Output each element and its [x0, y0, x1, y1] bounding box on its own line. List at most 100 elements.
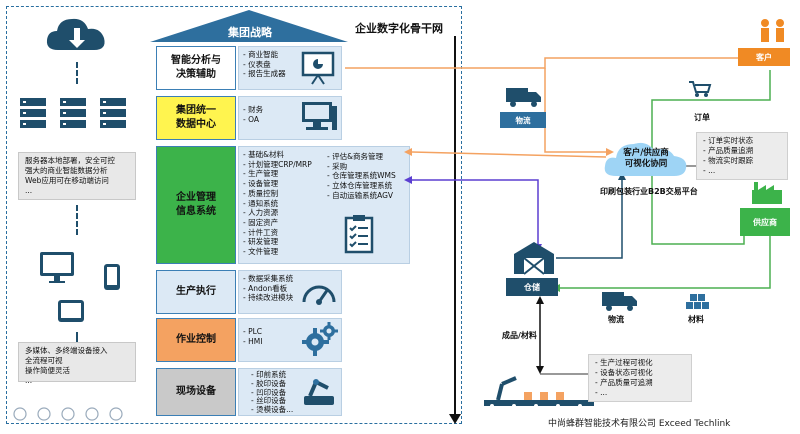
list-item: Andon看板 [243, 284, 337, 294]
logistics-label-bottom: 物流 [608, 315, 624, 324]
logistics-node-top[interactable]: 物流 [500, 112, 546, 128]
list-item: 商业智能 [243, 50, 337, 60]
list-item: Web应用可在移动端访问 [25, 176, 109, 185]
order-label: 订单 [694, 113, 710, 122]
level-title-equipment: 现场设备 [156, 368, 236, 416]
list-item: 印前系统 [251, 370, 337, 380]
platform-cloud-icon [604, 142, 687, 176]
architecture-panel [6, 6, 462, 424]
list-item: 固定资产 [243, 218, 312, 228]
server-features-list: 服务器本地部署，安全可控 强大的商业智能数据分析 Web应用可在移动端访问 ..… [18, 152, 136, 200]
list-item: 凹印设备 [251, 388, 337, 398]
device-features-list: 多媒体、多终端设备接入 全流程可视 操作简便灵活 ... [18, 342, 136, 385]
checklist-icon [344, 215, 374, 254]
list-item: HMI [243, 337, 337, 347]
list-item: PLC [243, 327, 337, 337]
list-item: 设备管理 [243, 179, 312, 189]
list-item: 文件管理 [243, 247, 312, 257]
level-content-erp: 基础&材料 计划管理CRP/MRP 生产管理 设备管理 质量控制 通知系统 人力… [238, 146, 410, 264]
arrow-down-icon [449, 414, 461, 424]
list-item: 操作简便灵活 [25, 366, 70, 375]
list-item: 质量控制 [243, 189, 312, 199]
list-item: 设备状态可视化 [595, 368, 685, 378]
gears-icon [302, 322, 338, 356]
gauge-icon [302, 285, 336, 305]
level-title-datacenter: 集团统一 数据中心 [156, 96, 236, 140]
green-flow-line [556, 236, 771, 289]
green-flow-line [651, 70, 771, 152]
list-item: 仪表盘 [243, 60, 337, 70]
order-status-list: 订单实时状态 产品质量追溯 物流实时跟踪 ... [696, 132, 788, 180]
warehouse-node[interactable]: 仓储 [506, 278, 558, 296]
supplier-node[interactable]: 供应商 [740, 208, 790, 236]
level-title-analytics: 智能分析与 决策辅助 [156, 46, 236, 90]
list-item: 采购 [327, 162, 396, 172]
strategy-roof [150, 10, 348, 42]
list-item: 订单实时状态 [703, 136, 781, 146]
list-item: 生产管理 [243, 169, 312, 179]
backbone-line [454, 36, 456, 422]
list-item: 计件工资 [243, 228, 312, 238]
list-item: OA [243, 115, 337, 125]
materials-label: 材料 [688, 315, 704, 324]
list-item: 财务 [243, 105, 337, 115]
company-footer: 中尚蜂群智能技术有限公司 Exceed Techlink [548, 419, 731, 429]
backbone-title: 企业数字化骨干网 [355, 22, 443, 35]
finished-materials-label: 成品/材料 [502, 331, 537, 340]
list-item: 研发管理 [243, 237, 312, 247]
list-item: 通知系统 [243, 199, 312, 209]
platform-label[interactable]: 客户/供应商 可视化协同 [612, 148, 680, 170]
list-item: 产品质量追溯 [703, 146, 781, 156]
list-item: ... [703, 166, 781, 176]
list-item: 物流实时跟踪 [703, 156, 781, 166]
list-item: 数据采集系统 [243, 274, 337, 284]
customer-icon [758, 18, 788, 44]
list-item: 全流程可视 [25, 356, 63, 365]
computer-icon [302, 102, 337, 130]
orange-flow-line [345, 57, 756, 69]
warehouse-icon [514, 242, 554, 275]
production-visibility-list: 生产过程可视化 设备状态可视化 产品质量可追溯 ... [588, 354, 692, 402]
list-item: 评估&商务管理 [327, 152, 396, 162]
list-item: 产品质量可追溯 [595, 378, 685, 388]
list-item: 基础&材料 [243, 150, 312, 160]
connector-line [76, 332, 78, 342]
orange-flow-line [544, 68, 610, 153]
platform-label-line1: 客户/供应商 [623, 148, 669, 158]
cart-icon [689, 81, 712, 97]
list-item: ... [25, 376, 33, 385]
devices-icon [40, 252, 120, 322]
connector-line [76, 205, 78, 235]
level-title-control: 作业控制 [156, 318, 236, 362]
list-item: 持续改进模块 [243, 293, 337, 303]
servers-icon [20, 98, 126, 128]
green-flow-line [651, 170, 745, 245]
footer-icons [13, 407, 123, 421]
purple-flow-line [412, 179, 539, 248]
list-item: 立体仓库管理系统 [327, 181, 396, 191]
cloud-download-icon [46, 18, 105, 50]
list-item: 计划管理CRP/MRP [243, 160, 312, 170]
production-line-icon [484, 376, 594, 408]
list-item: 多媒体、多终端设备接入 [25, 346, 108, 355]
level-title-mes: 生产执行 [156, 270, 236, 314]
list-item: ... [25, 186, 33, 195]
truck-icon [506, 88, 541, 107]
factory-icon [752, 182, 782, 204]
list-item: 仓库管理系统WMS [327, 171, 396, 181]
presentation-icon [301, 51, 335, 85]
connector-line [76, 62, 78, 84]
robot-icon [304, 379, 334, 405]
strategy-label: 集团战略 [228, 26, 272, 39]
customer-node[interactable]: 客户 [738, 48, 790, 66]
materials-icon [686, 294, 709, 309]
list-item: 强大的商业智能数据分析 [25, 166, 108, 175]
list-item: 生产过程可视化 [595, 358, 685, 368]
platform-caption: 印刷包装行业B2B交易平台 [600, 187, 698, 196]
list-item: 烫模设备... [251, 405, 337, 415]
platform-label-line2: 可视化协同 [624, 159, 668, 169]
level-content-equipment: 印前系统 胶印设备 凹印设备 丝印设备 烫模设备... [238, 368, 342, 416]
list-item: 自动运输系统AGV [327, 191, 396, 201]
list-item: 报告生成器 [243, 69, 337, 79]
list-item: 人力资源 [243, 208, 312, 218]
